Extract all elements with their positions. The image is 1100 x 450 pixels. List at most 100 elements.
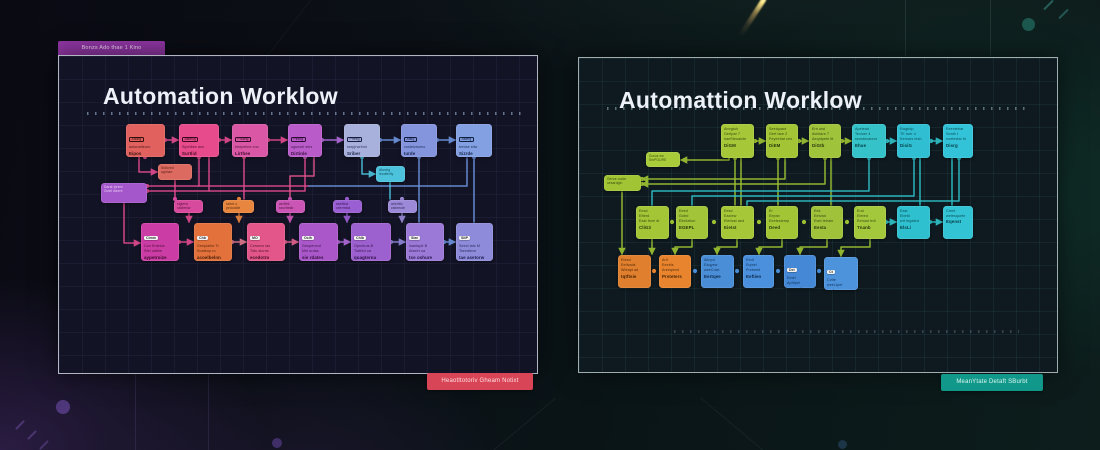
left-footer-badge[interactable]: Heaotltotoriv Gheam Notixt (427, 373, 533, 390)
node-text: CliG3 (639, 224, 651, 230)
node-text: seosteuaiove (855, 137, 878, 142)
node-text: Etesd (621, 257, 631, 262)
node-text: haeSteuaicte (724, 137, 747, 142)
node-text: Deed (769, 224, 781, 230)
node-text: acoelbelnn (197, 254, 221, 260)
decor-dash (15, 420, 25, 430)
node-text: toepjrwrtind (347, 144, 367, 149)
node-chip: Asterg (459, 136, 474, 143)
decor-dot (56, 400, 70, 414)
node-text: aeittint (279, 201, 290, 206)
connector-line (755, 238, 783, 256)
connector-dot (775, 268, 781, 274)
connector-line (640, 157, 826, 188)
node-text: wrt tegated (900, 219, 919, 224)
connector-line (837, 238, 871, 258)
connector-dot (816, 268, 822, 274)
left-panel-tab[interactable]: Bonzs Ado thae 1 Kino (58, 41, 165, 56)
node-text: Sizrde (459, 150, 473, 156)
workflow-node[interactable]: CtCvtteweeLtpetEeltem (824, 257, 858, 290)
node-text: Tecluer 4 (855, 131, 871, 136)
node-text: tae asetorw (459, 254, 485, 260)
node-text: ceermeia (336, 206, 351, 211)
node-text: Dirtinle (291, 150, 307, 156)
tick-ruler (674, 330, 1019, 333)
node-text: ioantuplt B (409, 243, 428, 248)
node-text: Eetel (787, 275, 796, 280)
connector-dot (734, 268, 740, 274)
node-text: Er (769, 208, 773, 213)
decor-dash (39, 440, 49, 450)
decor-dot (1022, 18, 1035, 31)
workflow-node[interactable]: DelEetelAptftpelEee ed (784, 255, 816, 288)
connector-dot (756, 219, 762, 225)
tick-ruler (607, 107, 1027, 110)
node-tag: Chb (197, 235, 208, 240)
node-tag: Cimm (144, 235, 158, 240)
node-text: Soateup ro (197, 249, 216, 254)
node-text: Ehue (855, 142, 867, 148)
circuit-line (135, 373, 136, 450)
node-text: wetesquete (946, 213, 966, 218)
node-text: Efterd (639, 213, 650, 218)
node-text: arieitito (391, 201, 403, 206)
node-text: Ewgbdp (900, 126, 914, 131)
node-text: Seetquare (769, 126, 787, 131)
node-text: Lirthee (235, 150, 251, 156)
node-tag: Chlb (354, 235, 366, 240)
node-text: costeizrseno (404, 144, 426, 149)
node-text: Eral (857, 208, 864, 213)
right-footer-badge[interactable]: MeanYtate Detaft SBurbt (941, 374, 1043, 391)
node-text: East (900, 208, 908, 213)
node-text: Aeqntpete tlt (812, 137, 834, 142)
decor-line (700, 397, 770, 450)
page-title: Automattion Worklow (619, 87, 862, 114)
node-text: Prsteters (662, 273, 682, 279)
